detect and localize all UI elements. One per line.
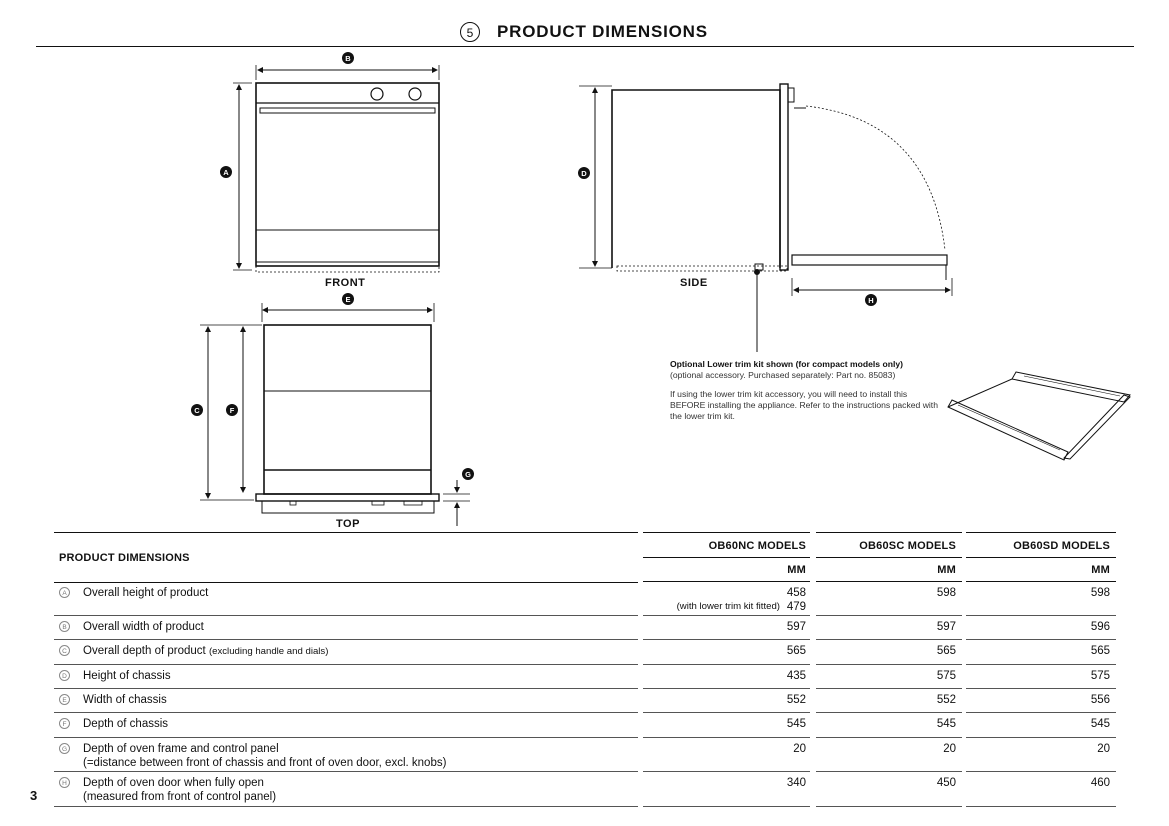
- header-rule: [36, 46, 1134, 47]
- column-header-ob60sc: OB60SC MODELS: [859, 540, 956, 552]
- svg-text:H: H: [868, 296, 873, 305]
- value-d-ob60nc: 435: [786, 670, 806, 682]
- value-f-ob60sd: 545: [1090, 718, 1110, 730]
- row-letter-e: E: [59, 694, 70, 705]
- unit-ob60sc: MM: [937, 564, 956, 576]
- side-view: [579, 83, 953, 352]
- svg-text:B: B: [345, 54, 351, 63]
- svg-text:C: C: [194, 406, 200, 415]
- marker-E: E: [342, 293, 354, 305]
- row-label-c: Overall depth of product (excluding hand…: [83, 644, 328, 659]
- marker-D: D: [578, 167, 590, 179]
- trim-kit-illustration: [947, 371, 1131, 461]
- value-e-ob60sd: 556: [1090, 694, 1110, 706]
- row-letter-d: D: [59, 670, 70, 681]
- marker-G: G: [462, 468, 474, 480]
- page-title: PRODUCT DIMENSIONS: [497, 22, 708, 41]
- value-g-ob60sc: 20: [943, 743, 956, 755]
- value-a-ob60sd: 598: [1090, 587, 1110, 599]
- row-label-c-note: (excluding handle and dials): [208, 646, 329, 657]
- marker-A: A: [220, 166, 232, 178]
- value-b-ob60sd: 596: [1090, 621, 1110, 633]
- table-title: PRODUCT DIMENSIONS: [59, 552, 190, 564]
- value-d-ob60sc: 575: [936, 670, 956, 682]
- side-view-label: SIDE: [680, 277, 708, 289]
- svg-text:D: D: [581, 169, 587, 178]
- marker-F: F: [226, 404, 238, 416]
- row-label-d: Height of chassis: [83, 670, 171, 682]
- row-letter-a: A: [59, 587, 70, 598]
- unit-ob60sd: MM: [1091, 564, 1110, 576]
- marker-B: B: [342, 52, 354, 64]
- svg-text:G: G: [465, 470, 471, 479]
- trim-kit-note: Optional Lower trim kit shown (for compa…: [670, 359, 940, 430]
- value-a-ob60sc: 598: [936, 587, 956, 599]
- value-d-ob60sd: 575: [1090, 670, 1110, 682]
- trim-note-subheading: (optional accessory. Purchased separatel…: [670, 370, 896, 380]
- row-label-g: Depth of oven frame and control panel: [83, 743, 279, 755]
- marker-H: H: [865, 294, 877, 306]
- row-label-b: Overall width of product: [83, 621, 204, 633]
- svg-text:E: E: [345, 295, 350, 304]
- value-b-ob60nc: 597: [786, 621, 806, 633]
- value-h-ob60sd: 460: [1090, 777, 1110, 789]
- top-view-label: TOP: [336, 518, 360, 530]
- column-header-ob60nc: OB60NC MODELS: [708, 540, 806, 552]
- svg-text:F: F: [230, 406, 235, 415]
- row-letter-g: G: [59, 743, 70, 754]
- value-b-ob60sc: 597: [936, 621, 956, 633]
- value-h-ob60sc: 450: [936, 777, 956, 789]
- section-number: 5: [460, 22, 480, 42]
- row-label-g-note: (=distance between front of chassis and …: [83, 757, 447, 769]
- front-view-label: FRONT: [325, 277, 366, 289]
- value-e-ob60sc: 552: [936, 694, 956, 706]
- column-header-ob60sd: OB60SD MODELS: [1013, 540, 1110, 552]
- unit-ob60nc: MM: [787, 564, 806, 576]
- trim-note-heading: Optional Lower trim kit shown (for compa…: [670, 359, 904, 369]
- row-letter-f: F: [59, 718, 70, 729]
- marker-C: C: [191, 404, 203, 416]
- value-a-trim: 479: [786, 601, 806, 613]
- row-letter-h: H: [59, 777, 70, 788]
- value-g-ob60nc: 20: [793, 743, 806, 755]
- value-c-ob60sd: 565: [1090, 645, 1110, 657]
- value-c-ob60sc: 565: [936, 645, 956, 657]
- row-letter-b: B: [59, 621, 70, 632]
- row-label-f: Depth of chassis: [83, 718, 169, 730]
- row-label-h-note: (measured from front of control panel): [83, 791, 277, 803]
- front-view: [233, 65, 440, 273]
- row-label-h: Depth of oven door when fully open: [83, 777, 264, 789]
- value-f-ob60nc: 545: [786, 718, 806, 730]
- table-header-left: PRODUCT DIMENSIONS: [54, 532, 638, 583]
- value-a-note: (with lower trim kit fitted): [676, 601, 780, 612]
- value-h-ob60nc: 340: [786, 777, 806, 789]
- row-letter-c: C: [59, 645, 70, 656]
- svg-text:A: A: [223, 168, 229, 177]
- row-label-a: Overall height of product: [83, 587, 209, 599]
- value-c-ob60nc: 565: [786, 645, 806, 657]
- row-label-c-main: Overall depth of product: [83, 645, 209, 657]
- top-view: [200, 303, 470, 526]
- page-number: 3: [30, 788, 38, 803]
- value-f-ob60sc: 545: [936, 718, 956, 730]
- value-e-ob60nc: 552: [786, 694, 806, 706]
- value-g-ob60sd: 20: [1097, 743, 1110, 755]
- row-label-e: Width of chassis: [83, 694, 167, 706]
- value-a-ob60nc: 458: [786, 587, 806, 599]
- trim-note-body: If using the lower trim kit accessory, y…: [670, 389, 938, 421]
